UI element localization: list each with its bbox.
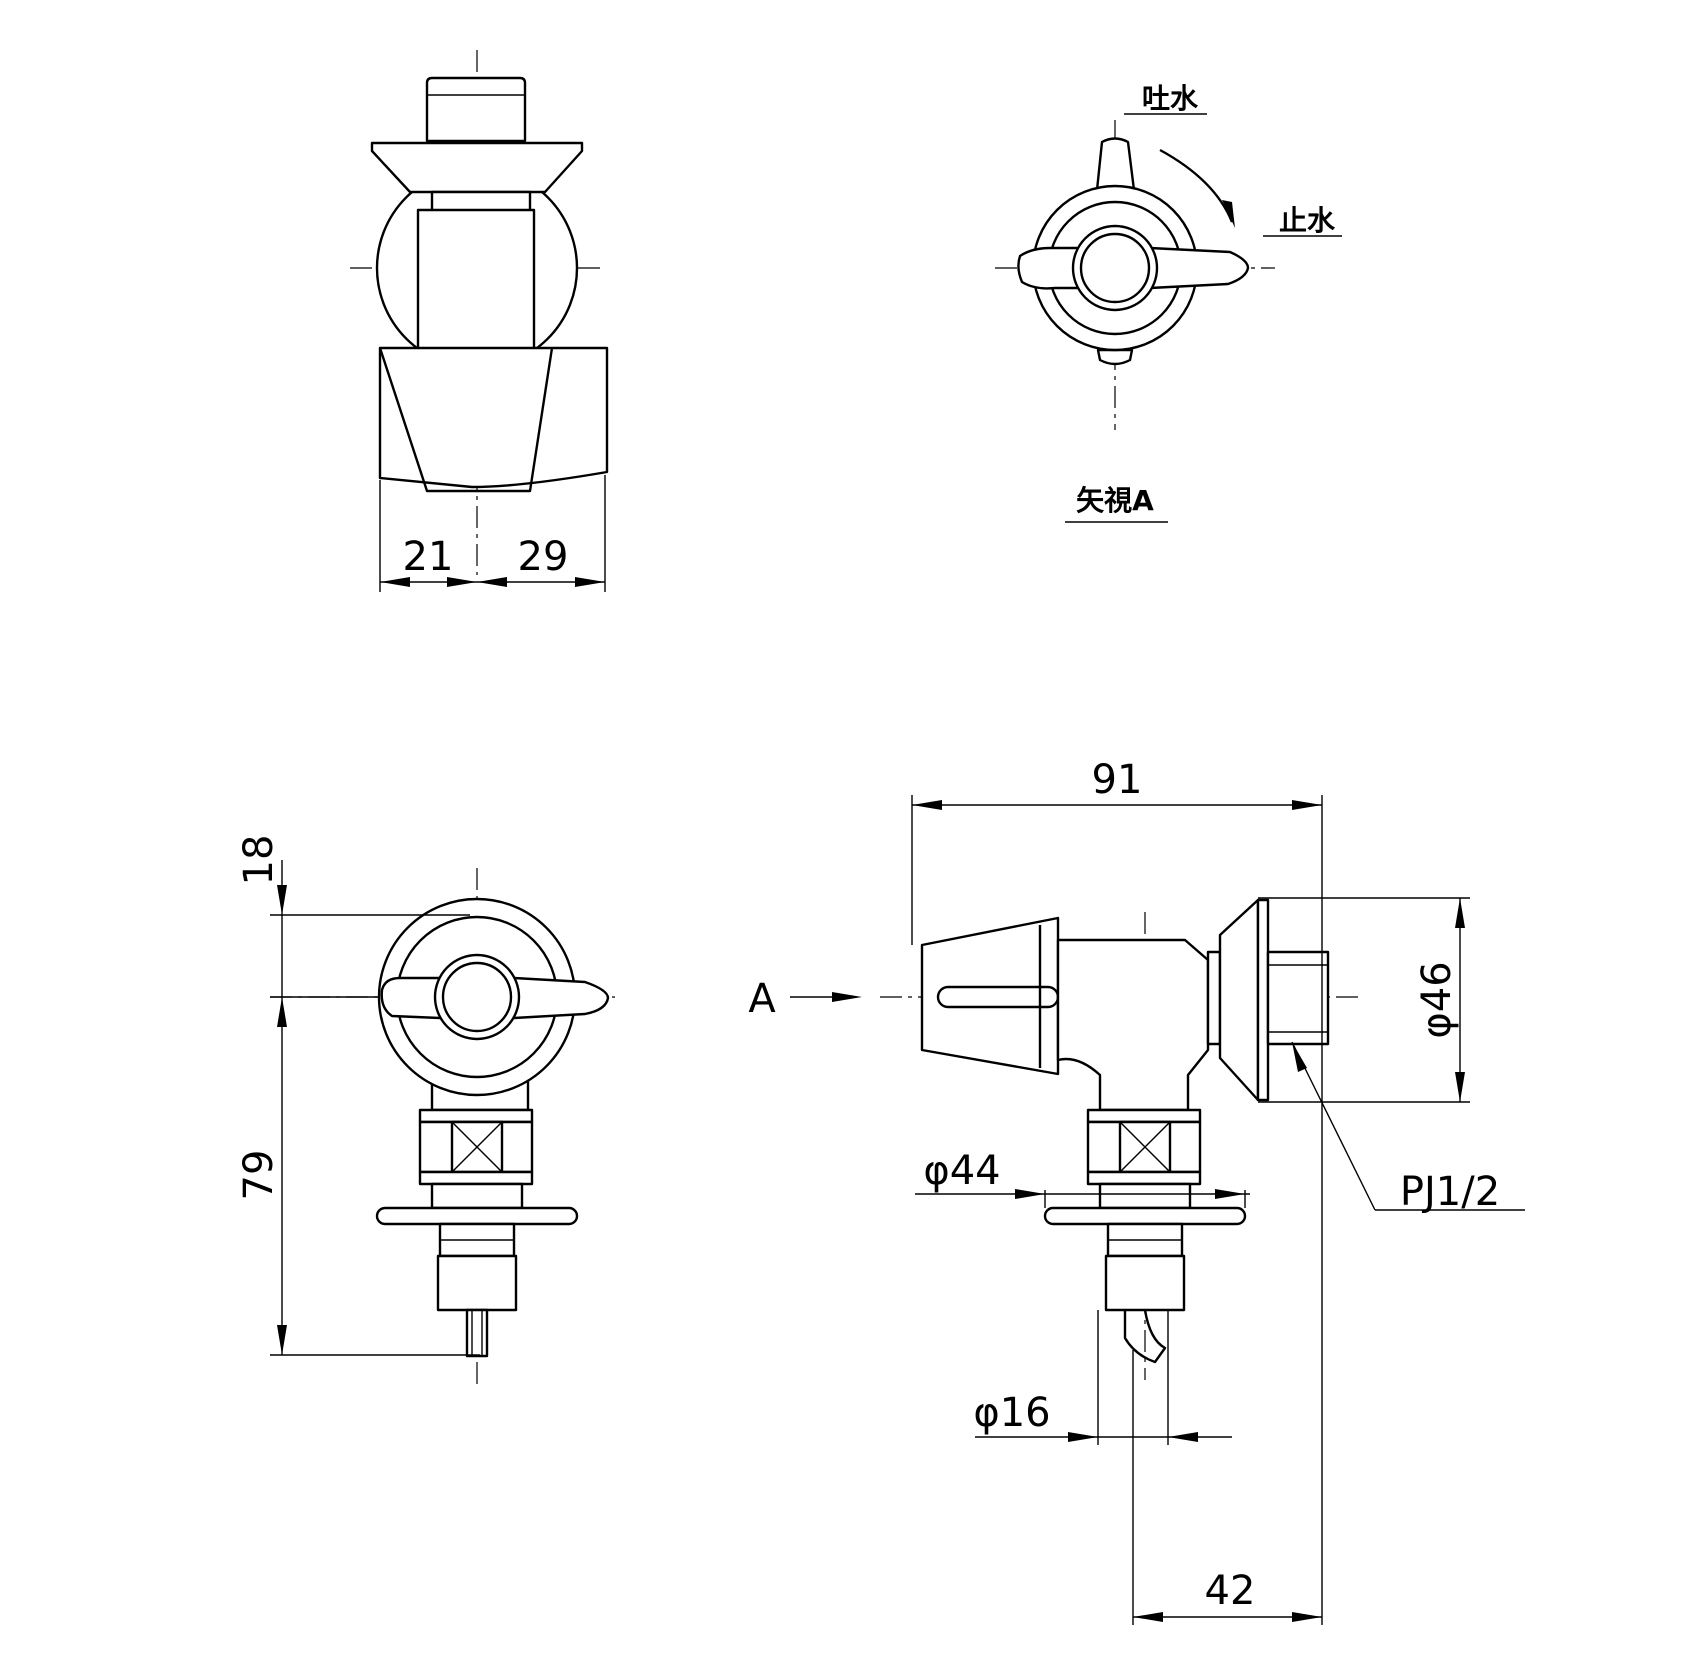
dim-phi16: φ16 [973,1390,1050,1436]
label-arrow-a: A [748,976,776,1022]
dim-18: 18 [236,835,282,886]
dim-phi44: φ44 [923,1148,1000,1194]
dim-phi46: φ46 [1414,961,1460,1038]
front-view: 18 79 [236,835,615,1385]
dim-79: 79 [236,1150,282,1201]
dim-29: 29 [518,534,569,580]
label-view-a: 矢視A [1076,484,1154,517]
dim-21: 21 [403,534,454,580]
side-view: A 91 φ46 PJ1/2 φ44 φ16 [748,757,1525,1625]
label-pj12: PJ1/2 [1400,1169,1500,1215]
dim-42: 42 [1205,1568,1256,1614]
top-view: 21 29 [350,50,609,592]
label-stop: 止水 [1279,204,1336,237]
view-a: 吐水 止水 矢視A [995,82,1342,523]
dim-91: 91 [1092,757,1143,803]
label-spout: 吐水 [1142,82,1199,115]
